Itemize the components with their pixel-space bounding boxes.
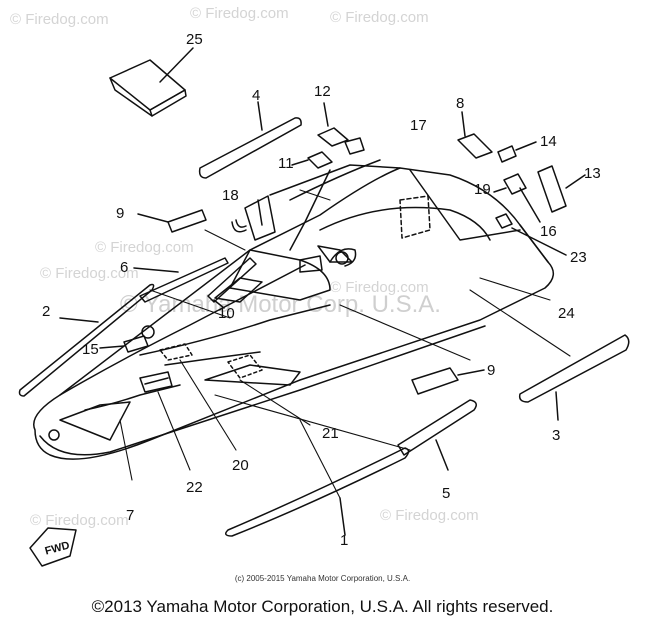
callout-numbers: 25 4 12 8 14 13 17 11 19 16 18 9 23 6 10… xyxy=(42,31,601,549)
fwd-arrow-icon xyxy=(29,527,77,567)
callout-14: 14 xyxy=(540,133,557,150)
callout-12: 12 xyxy=(314,83,331,100)
part-10-decal xyxy=(207,257,257,309)
callout-25: 25 xyxy=(186,31,203,48)
part-15-decal xyxy=(99,335,149,353)
hull-body xyxy=(33,159,554,460)
callout-23: 23 xyxy=(570,249,587,266)
callout-6: 6 xyxy=(120,259,128,276)
callout-10: 10 xyxy=(218,305,235,322)
part-5-strip xyxy=(397,399,477,471)
copyright-small: (c) 2005-2015 Yamaha Motor Corporation, … xyxy=(234,574,411,583)
watermark-site: © Firedog.com xyxy=(95,239,194,256)
part-6-and-9-decals xyxy=(133,209,485,395)
callout-22: 22 xyxy=(186,479,203,496)
callout-17: 17 xyxy=(410,117,427,134)
callout-18: 18 xyxy=(222,187,239,204)
callout-5: 5 xyxy=(442,485,450,502)
leader-lines xyxy=(119,189,571,499)
watermark-site: © Firedog.com xyxy=(10,11,109,28)
callout-2: 2 xyxy=(42,303,50,320)
watermark-corp: © Yamaha Motor Corp. U.S.A. xyxy=(120,291,441,318)
callout-24: 24 xyxy=(558,305,575,322)
callout-16: 16 xyxy=(540,223,557,240)
callout-13: 13 xyxy=(584,165,601,182)
callout-7: 7 xyxy=(126,507,134,524)
callout-1: 1 xyxy=(340,532,348,549)
callout-4: 4 xyxy=(252,87,260,104)
watermark-site: © Firedog.com xyxy=(380,507,479,524)
steering-column xyxy=(244,169,353,273)
fwd-label: FWD xyxy=(44,540,71,558)
watermark-site: © Firedog.com xyxy=(330,9,429,26)
watermark-site: © Firedog.com xyxy=(330,279,429,296)
callout-11: 11 xyxy=(278,155,294,172)
callout-8: 8 xyxy=(456,95,464,112)
small-decals xyxy=(291,102,586,256)
watermark-site: © Firedog.com xyxy=(40,265,139,282)
callout-21: 21 xyxy=(322,425,339,442)
watermark-site: © Firedog.com xyxy=(190,5,289,22)
callout-15: 15 xyxy=(82,341,99,358)
callout-20: 20 xyxy=(232,457,249,474)
part-18-handle-clip xyxy=(231,219,247,233)
watermark-site: © Firedog.com xyxy=(30,512,129,529)
callout-9b: 9 xyxy=(487,362,495,379)
callout-19: 19 xyxy=(474,181,491,198)
copyright-main: ©2013 Yamaha Motor Corporation, U.S.A. A… xyxy=(91,597,554,616)
part-3-strip xyxy=(518,334,630,421)
part-1-strip xyxy=(225,447,410,537)
part-25-seat-pad xyxy=(109,47,194,117)
callout-9: 9 xyxy=(116,205,124,222)
watermarks: © Firedog.com © Firedog.com © Firedog.co… xyxy=(10,5,479,529)
callout-3: 3 xyxy=(552,427,560,444)
part-4-grip xyxy=(198,101,302,179)
